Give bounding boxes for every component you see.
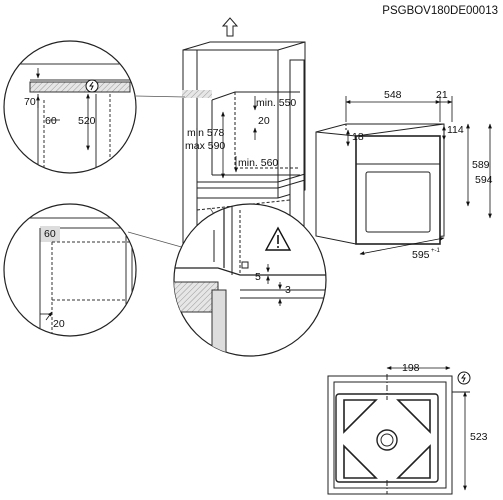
dim-60-bottom: 60 bbox=[44, 228, 56, 240]
oven-dimensions bbox=[345, 96, 492, 256]
power-plug-icon bbox=[85, 79, 99, 93]
rear-dimensions bbox=[386, 366, 467, 491]
dim-70: 70 bbox=[24, 96, 36, 108]
dim-60-top: 60 bbox=[45, 115, 57, 127]
dim-595: 595 bbox=[412, 249, 430, 261]
dim-114: 114 bbox=[447, 124, 464, 136]
dim-594: 594 bbox=[475, 174, 493, 186]
dim-198: 198 bbox=[402, 362, 420, 374]
dim-523: 523 bbox=[470, 431, 488, 443]
detail-circle-bottom bbox=[3, 203, 137, 337]
dim-min-550: min. 550 bbox=[256, 97, 296, 109]
document-code: PSGBOV180DE00013 bbox=[382, 5, 498, 17]
dim-20-cabinet: 20 bbox=[258, 115, 270, 127]
detail-circle-top bbox=[3, 40, 137, 174]
oven-drawing bbox=[315, 123, 445, 245]
up-arrow-icon bbox=[221, 17, 239, 37]
callout-line-top bbox=[135, 95, 186, 98]
dim-548: 548 bbox=[384, 89, 402, 101]
cabinet-dimensions bbox=[221, 96, 257, 179]
power-plug-icon-rear bbox=[457, 371, 471, 385]
dim-min-560: min. 560 bbox=[238, 157, 278, 169]
dim-520: 520 bbox=[78, 115, 96, 127]
dim-min-578: min 578 bbox=[187, 127, 225, 139]
dim-589: 589 bbox=[472, 159, 490, 171]
dim-5: 5 bbox=[255, 271, 261, 283]
callout-line-bottom bbox=[127, 231, 186, 249]
dim-20-bottom: 20 bbox=[53, 318, 65, 330]
detail-circle-fixing bbox=[173, 203, 327, 357]
rear-view-drawing bbox=[327, 374, 470, 495]
dim-18: 18 bbox=[352, 131, 364, 143]
dim-21: 21 bbox=[436, 89, 448, 101]
warning-triangle-icon bbox=[264, 226, 292, 251]
dim-3: 3 bbox=[285, 284, 291, 296]
dim-595-tolerance: +-1 bbox=[431, 248, 441, 254]
dim-max-590: max 590 bbox=[185, 140, 225, 152]
